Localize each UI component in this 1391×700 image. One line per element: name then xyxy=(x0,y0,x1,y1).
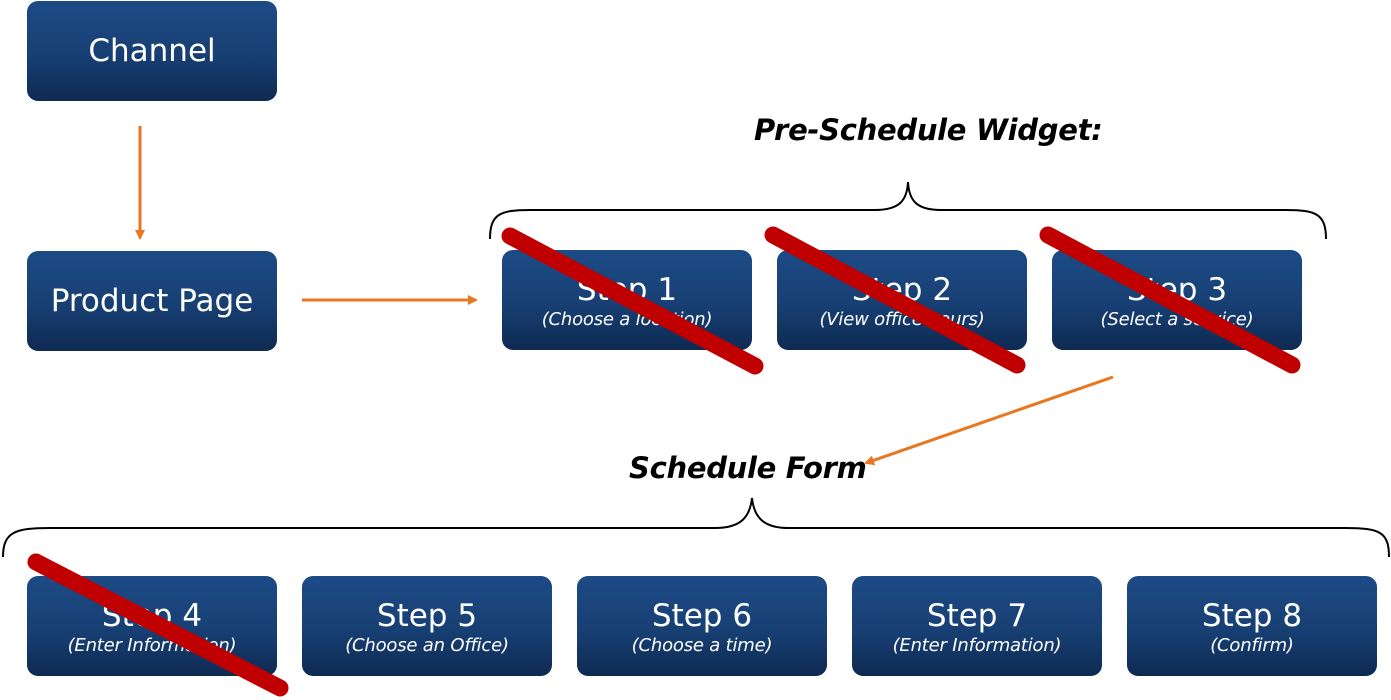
step-4-node: Step 4 (Enter Information) xyxy=(27,576,277,676)
step-subtitle: (Choose a time) xyxy=(631,634,773,656)
channel-node: Channel xyxy=(27,1,277,101)
step-title: Step 7 xyxy=(926,597,1028,634)
arrow-widget-to-form xyxy=(864,375,1114,466)
step-7-node: Step 7 (Enter Information) xyxy=(852,576,1102,676)
step-title: Step 3 xyxy=(1126,271,1228,308)
product-page-label: Product Page xyxy=(50,283,254,319)
product-page-node: Product Page xyxy=(27,251,277,351)
step-5-node: Step 5 (Choose an Office) xyxy=(302,576,552,676)
pre-schedule-heading: Pre-Schedule Widget: xyxy=(754,113,1103,147)
schedule-form-heading: Schedule Form xyxy=(629,451,867,485)
step-subtitle: (Enter Information) xyxy=(67,634,237,656)
step-6-node: Step 6 (Choose a time) xyxy=(577,576,827,676)
step-3-node: Step 3 (Select a service) xyxy=(1052,250,1302,350)
pre-schedule-brace xyxy=(489,181,1327,240)
channel-label: Channel xyxy=(88,33,216,69)
schedule-form-brace xyxy=(2,497,1390,558)
step-1-node: Step 1 (Choose a location) xyxy=(502,250,752,350)
step-subtitle: (Choose a location) xyxy=(541,308,713,330)
step-subtitle: (Choose an Office) xyxy=(345,634,509,656)
step-title: Step 6 xyxy=(651,597,753,634)
step-2-node: Step 2 (View office hours) xyxy=(777,250,1027,350)
step-title: Step 8 xyxy=(1201,597,1303,634)
step-title: Step 4 xyxy=(101,597,203,634)
step-title: Step 1 xyxy=(576,271,678,308)
step-title: Step 5 xyxy=(376,597,478,634)
step-subtitle: (Select a service) xyxy=(1100,308,1254,330)
step-subtitle: (Confirm) xyxy=(1210,634,1294,656)
step-subtitle: (Enter Information) xyxy=(892,634,1062,656)
step-subtitle: (View office hours) xyxy=(819,308,985,330)
step-title: Step 2 xyxy=(851,271,953,308)
step-8-node: Step 8 (Confirm) xyxy=(1127,576,1377,676)
